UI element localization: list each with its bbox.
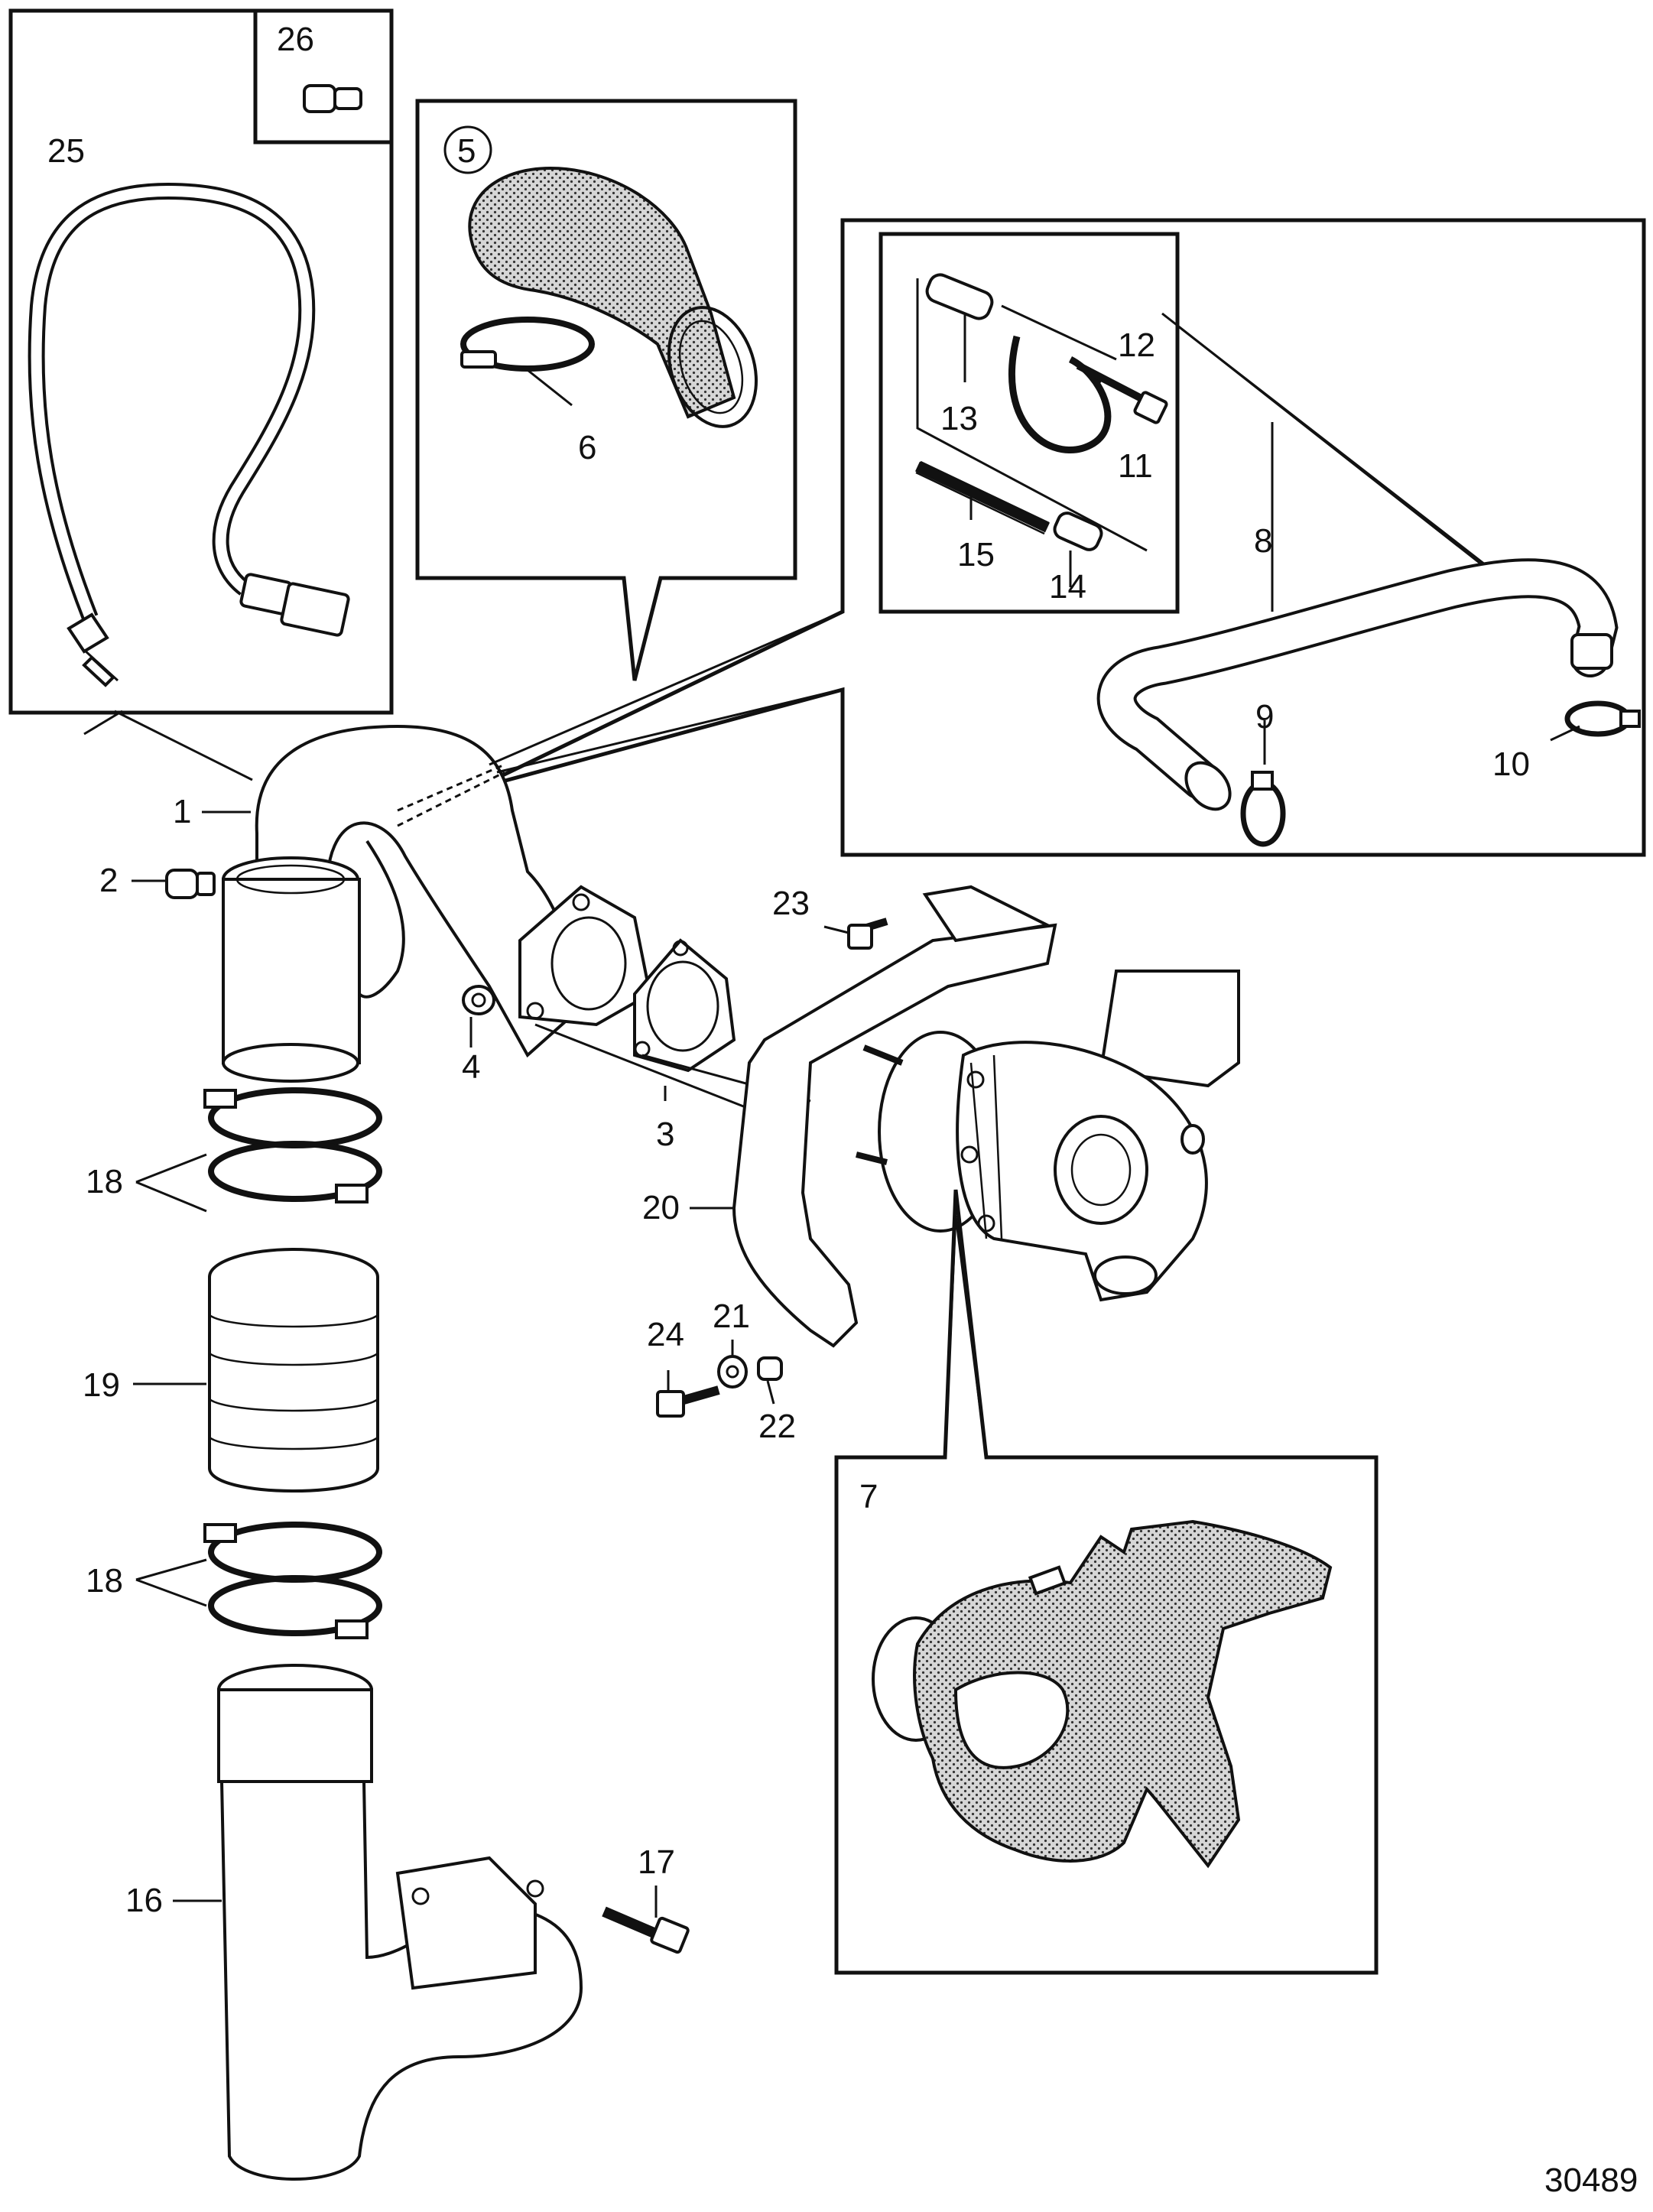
callout-11: 11	[1118, 447, 1153, 485]
hose-clamp-icon-18a	[203, 1087, 382, 1203]
plug-icon-2	[165, 869, 216, 899]
inset-box-sensor-cable	[8, 8, 394, 781]
callout-24: 24	[647, 1316, 684, 1353]
coolant-pipe-icon-8	[1096, 558, 1619, 811]
bolt-icon-23	[847, 918, 888, 950]
callout-10: 10	[1492, 745, 1530, 783]
nut-icon	[462, 985, 495, 1015]
callout-21: 21	[713, 1298, 750, 1335]
inset-box-plug	[253, 8, 394, 145]
inset-box-pipe-fittings	[878, 232, 1180, 614]
hose-clamp-icon-18b	[203, 1522, 382, 1639]
sleeve-icon-13	[925, 273, 994, 320]
spacer-icon-14	[1053, 512, 1103, 551]
callout-3: 3	[656, 1116, 674, 1153]
callout-7: 7	[859, 1478, 878, 1515]
inset-pointer-25b	[83, 710, 123, 736]
gasket-icon	[633, 938, 736, 1073]
spacer-icon-22	[757, 1356, 783, 1381]
callout-2: 2	[99, 862, 118, 899]
inset-pointer-25	[114, 710, 253, 781]
diagram-id: 30489	[1544, 2162, 1638, 2199]
plug-icon	[303, 84, 362, 113]
turbocharger-icon	[856, 970, 1240, 1302]
inset-box-turbo-shield	[834, 1189, 1379, 1975]
inset-box-coolant-pipe	[473, 218, 1646, 857]
bellows-icon	[208, 1248, 379, 1493]
exhaust-pipe-icon	[217, 1664, 583, 2181]
callout-15: 15	[957, 536, 995, 573]
callout-labels: 1 2 3 4 5 6 7 8 9 10 11 12 13 14 15 16 1…	[47, 21, 1638, 2199]
callout-17: 17	[638, 1843, 675, 1881]
callout-23: 23	[772, 885, 810, 922]
callout-19: 19	[83, 1366, 120, 1404]
heat-shield-icon	[913, 1519, 1333, 1869]
washer-icon-21	[717, 1355, 748, 1389]
callout-13: 13	[940, 400, 978, 437]
bolt-icon-17	[602, 1906, 690, 1954]
callout-5: 5	[457, 132, 476, 170]
hose-clamp-icon-10	[1564, 700, 1641, 737]
exhaust-elbow-icon	[222, 610, 843, 1083]
hose-clamp-icon-9	[1240, 771, 1286, 847]
callout-26: 26	[277, 21, 314, 58]
callout-20: 20	[642, 1189, 680, 1226]
callout-14: 14	[1049, 568, 1086, 606]
callout-6: 6	[578, 429, 596, 466]
callout-22: 22	[758, 1408, 796, 1445]
inset-box-insulated-elbow	[415, 99, 797, 681]
callout-18a: 18	[86, 1163, 123, 1200]
stud-icon-15	[915, 460, 1050, 535]
callout-25: 25	[47, 132, 85, 170]
sensor-cable-icon	[28, 182, 350, 687]
callout-18b: 18	[86, 1562, 123, 1600]
callout-9: 9	[1255, 698, 1274, 736]
leader-lines	[132, 422, 1580, 1918]
bracket-icon	[732, 885, 1057, 1348]
bolt-icon-24	[656, 1385, 720, 1418]
callout-16: 16	[125, 1882, 163, 1919]
bolt-icon-12	[1076, 362, 1168, 424]
hose-clamp-icon-6	[460, 317, 595, 372]
callout-circle-5	[443, 125, 492, 174]
callout-4: 4	[462, 1048, 480, 1086]
insulated-elbow-icon	[468, 166, 736, 419]
callout-12: 12	[1118, 326, 1155, 364]
callout-8: 8	[1254, 522, 1272, 560]
callout-1: 1	[173, 793, 191, 830]
